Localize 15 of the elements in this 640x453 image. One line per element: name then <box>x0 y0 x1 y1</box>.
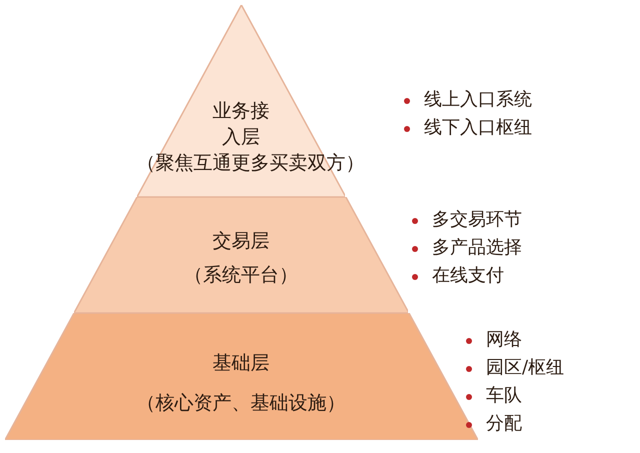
bullet-item: 多交易环节 <box>410 206 522 234</box>
bullet-item: 园区/枢纽 <box>464 354 564 382</box>
bullet-item: 分配 <box>464 410 564 438</box>
layer-subtitle: （聚焦互通更多买卖双方） <box>136 152 365 174</box>
layer-title: 业务接入层 <box>212 100 270 148</box>
layer-title: 基础层 <box>212 352 270 374</box>
bullet-item: 线下入口枢纽 <box>402 114 532 142</box>
bullet-item: 车队 <box>464 382 564 410</box>
bullet-item: 在线支付 <box>410 262 522 290</box>
layer-title: 交易层 <box>212 230 270 252</box>
layer-subtitle: （核心资产、基础设施） <box>136 392 346 414</box>
bullet-item: 网络 <box>464 326 564 354</box>
bullet-item: 多产品选择 <box>410 234 522 262</box>
layer-subtitle: （系统平台） <box>184 264 298 286</box>
bullet-item: 线上入口系统 <box>402 86 532 114</box>
